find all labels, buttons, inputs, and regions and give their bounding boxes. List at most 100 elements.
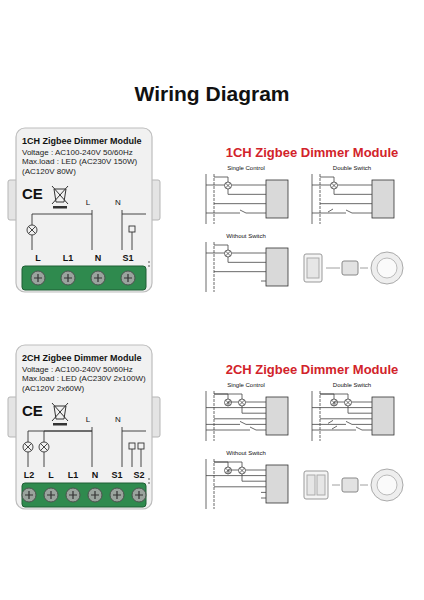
zigbee-hub [371, 252, 403, 284]
line-wire [312, 391, 313, 441]
switch-symbol [328, 209, 333, 212]
wire [122, 210, 123, 250]
pin-tick [367, 402, 372, 403]
switch-rocker [317, 475, 325, 495]
wire [92, 210, 93, 250]
wire [206, 475, 261, 476]
housing-outline [16, 128, 152, 292]
lamp-symbol [331, 182, 338, 189]
section-heading: 2CH Zigbee Dimmer Module [226, 363, 399, 377]
wire [246, 213, 261, 214]
wire [362, 430, 367, 431]
wire [320, 394, 334, 399]
wiring-caption: Without Switch [226, 450, 266, 457]
pin-tick [261, 475, 266, 476]
wire [92, 427, 93, 467]
wire [206, 213, 240, 214]
wiring-caption: Single Control [227, 165, 265, 172]
signal-arrow [360, 268, 368, 269]
lamp-cross [25, 444, 32, 451]
wire [206, 185, 261, 186]
terminal-name: N [95, 254, 102, 264]
wire [320, 418, 367, 419]
neutral-wire [214, 174, 215, 224]
pin-tick [261, 413, 266, 414]
housing-outline [16, 345, 152, 509]
wire [352, 424, 367, 425]
wire [214, 394, 242, 399]
wire [320, 394, 348, 399]
wire [122, 431, 146, 432]
wire-name: N [115, 416, 121, 425]
mini-module [266, 397, 288, 435]
line-wire [206, 242, 207, 292]
lamp-cross [41, 444, 48, 451]
pin-tick [367, 430, 372, 431]
terminal-name: L [35, 254, 41, 264]
switch-symbol [240, 210, 246, 213]
wire [228, 257, 261, 262]
screw-slot [25, 491, 33, 499]
terminal-screw [110, 488, 124, 502]
wire [214, 271, 261, 272]
switch-symbol [240, 421, 246, 424]
terminal-name: L1 [63, 254, 74, 264]
wire [32, 235, 33, 250]
terminal-name: N [92, 471, 99, 481]
pin-tick [261, 486, 266, 487]
switch-symbol [346, 210, 352, 213]
screw-slot [113, 491, 121, 499]
wire [44, 452, 45, 467]
weee-bar [53, 206, 67, 209]
pin-tick [261, 498, 266, 499]
wire [312, 185, 367, 186]
wire [206, 424, 240, 425]
wire [228, 189, 261, 194]
wire [132, 232, 133, 250]
pin-tick [367, 407, 372, 408]
pin-tick [261, 194, 266, 195]
wire [214, 203, 261, 204]
wire [348, 406, 367, 413]
wire [312, 213, 346, 214]
zigbee-hub [371, 469, 403, 501]
signal-arrow [360, 485, 368, 486]
wire [312, 430, 356, 431]
line-wire [206, 459, 207, 509]
mini-module [266, 180, 288, 218]
small-module [342, 261, 358, 275]
spec-text: Voltage : AC100-240V 50/60Hz [22, 365, 146, 375]
pin-tick [261, 203, 266, 204]
pin-tick [367, 203, 372, 204]
neutral-wire [214, 242, 215, 292]
switch-symbol [332, 426, 337, 429]
signal-arrow [332, 485, 340, 486]
module-label: 1CH Zigbee Dimmer ModuleVoltage : AC100-… [20, 134, 148, 179]
terminal-screw [132, 488, 146, 502]
neutral-wire [320, 174, 321, 224]
led-dot [148, 482, 150, 484]
terminal-screw [44, 488, 58, 502]
pin-tick [261, 253, 266, 254]
wire [44, 431, 92, 442]
wire-name: L [86, 199, 90, 208]
wire-name: L [86, 416, 90, 425]
switch-symbol [328, 420, 333, 423]
lamp-cross [240, 468, 245, 473]
pin-tick [261, 492, 266, 493]
pin-tick [367, 413, 372, 414]
line-wire [312, 174, 313, 224]
mini-wiring [206, 242, 288, 292]
terminal-name: L2 [24, 471, 35, 481]
pin-tick [367, 213, 372, 214]
lamp-cross [240, 400, 245, 405]
switch-symbol [356, 427, 362, 430]
pin-tick [261, 185, 266, 186]
wire [242, 406, 261, 413]
lamp-symbol [27, 225, 37, 235]
lamp-symbol [345, 399, 352, 406]
neutral-wire [214, 459, 215, 509]
lamp-cross [29, 227, 36, 234]
wire [214, 486, 261, 487]
switch-rocker [307, 475, 315, 495]
